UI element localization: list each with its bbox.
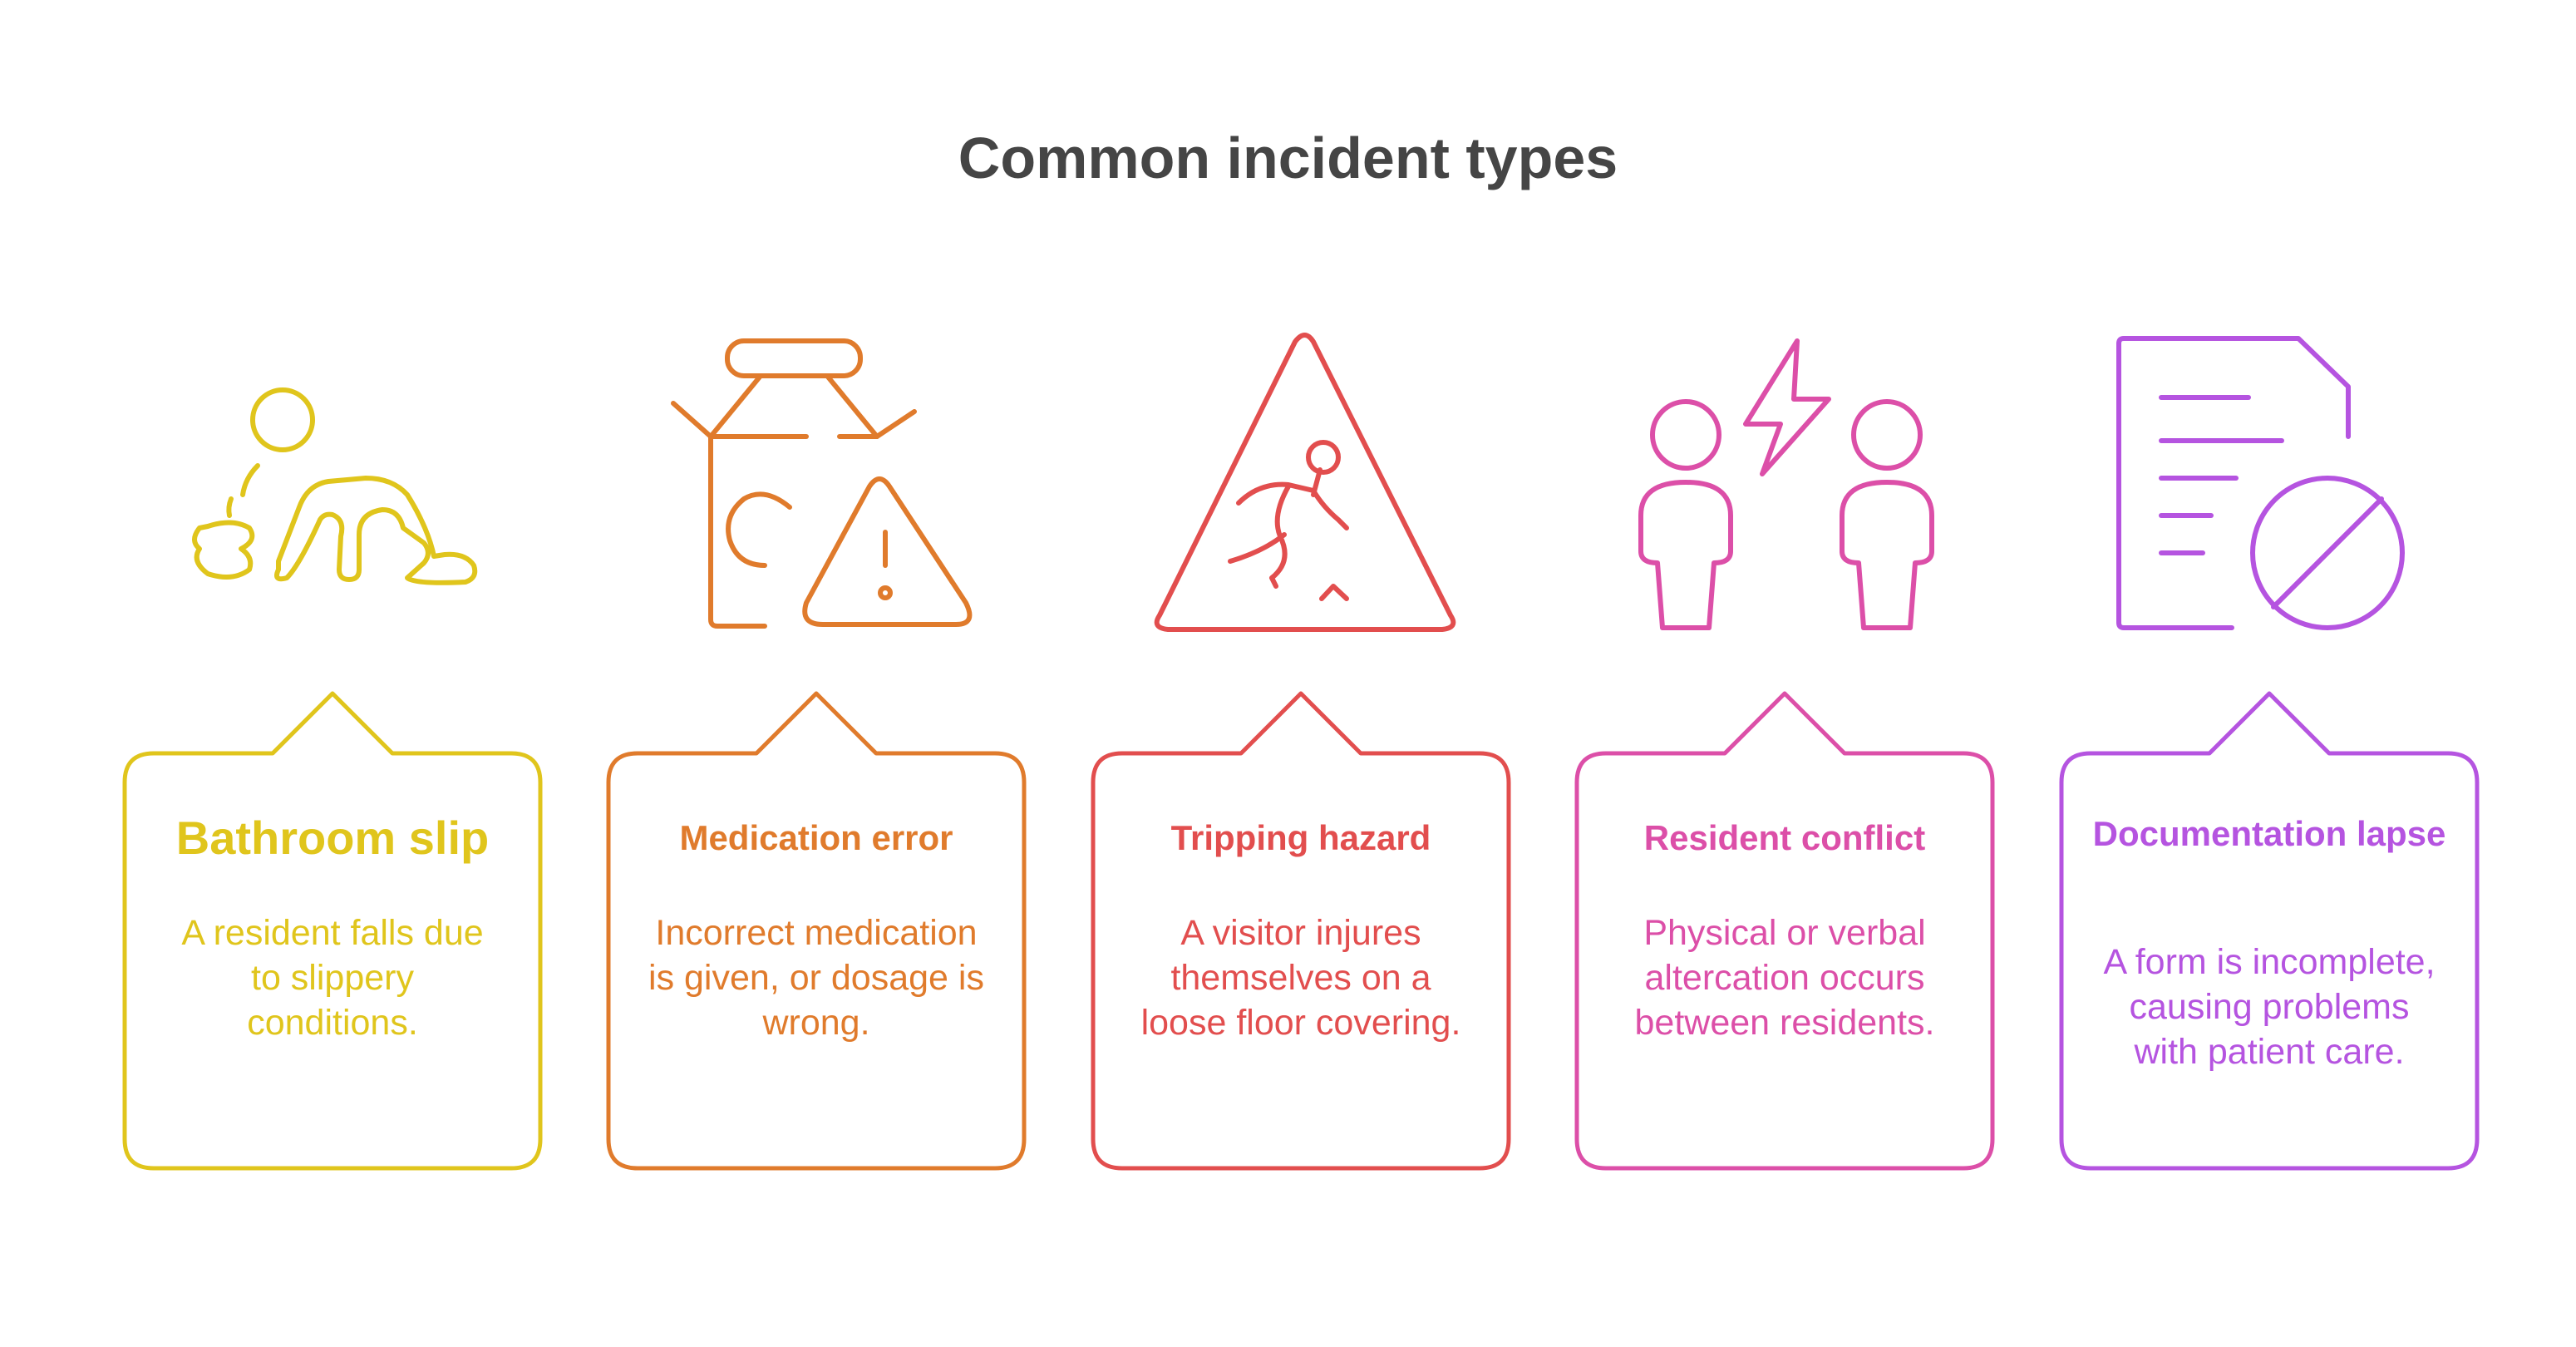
card-description: A resident falls due to slippery conditi… (181, 913, 484, 1043)
card-frame (1091, 691, 1511, 1171)
card-frame (1574, 691, 1995, 1171)
document-prohibited-icon (2116, 336, 2405, 630)
card-title: Documentation lapse (2092, 814, 2446, 853)
card-border (1574, 691, 1995, 1171)
card-frame (606, 691, 1027, 1171)
card-title: Resident conflict (1643, 818, 1926, 857)
trip-hazard-sign-icon (1154, 333, 1456, 632)
card-title: Bathroom slip (175, 812, 490, 864)
incident-card-bathroom-slip: Bathroom slip A resident falls due to sl… (121, 690, 544, 1172)
slip-fall-icon (192, 387, 478, 585)
incident-card-medication-error: Medication error Incorrect medication is… (604, 690, 1028, 1172)
incident-card-resident-conflict: Resident conflict Physical or verbal alt… (1573, 690, 1997, 1172)
card-description: Physical or verbal altercation occurs be… (1634, 913, 1935, 1043)
medication-warning-icon (671, 338, 973, 629)
card-border (122, 691, 543, 1171)
card-description: A visitor injures themselves on a loose … (1140, 913, 1461, 1043)
incident-card-documentation-lapse: Documentation lapse A form is incomplete… (2057, 690, 2481, 1172)
card-description: A form is incomplete, causing problems w… (2103, 942, 2436, 1072)
card-frame (2059, 691, 2480, 1171)
card-title: Medication error (679, 818, 953, 857)
card-title: Tripping hazard (1170, 818, 1431, 857)
card-border (2059, 691, 2480, 1171)
card-description: Incorrect medication is given, or dosage… (648, 913, 984, 1043)
incident-card-tripping-hazard: Tripping hazard A visitor injures themse… (1089, 690, 1513, 1172)
conflict-people-icon (1638, 338, 1934, 630)
diagram-title: Common incident types (958, 126, 1618, 190)
card-border (1091, 691, 1511, 1171)
card-frame (122, 691, 543, 1171)
card-border (606, 691, 1027, 1171)
